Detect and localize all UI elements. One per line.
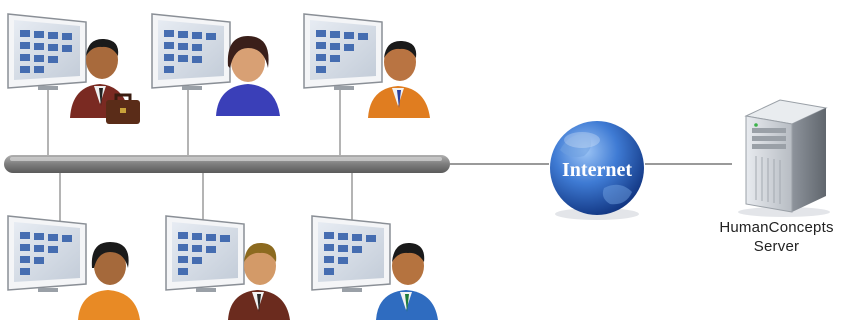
- woman-icon: [78, 242, 140, 320]
- monitor-icon: [311, 215, 391, 292]
- monitor-icon: [303, 13, 383, 90]
- server-label-line2: Server: [753, 238, 800, 255]
- workstation-5: [165, 215, 290, 320]
- man-icon: [368, 40, 430, 118]
- workstation-4: [7, 215, 140, 320]
- internet-globe-icon: Internet: [550, 121, 644, 220]
- workstation-3: [303, 13, 430, 118]
- workstation-2: [151, 13, 280, 116]
- man-icon: [228, 242, 290, 320]
- network-bus: [4, 155, 450, 173]
- monitor-icon: [7, 215, 87, 292]
- monitor-icon: [7, 13, 87, 90]
- workstation-1: [7, 13, 140, 124]
- server-label-line1: HumanConcepts: [719, 219, 834, 236]
- monitor-icon: [151, 13, 231, 90]
- monitor-icon: [165, 215, 245, 292]
- woman-icon: [216, 36, 280, 116]
- server-label: HumanConcepts Server: [706, 218, 847, 256]
- businessman-icon: [70, 38, 140, 124]
- globe-label: Internet: [562, 159, 632, 181]
- workstation-6: [311, 215, 438, 320]
- drop-lines: [47, 84, 353, 232]
- server-icon: [738, 99, 830, 217]
- man-icon: [376, 242, 438, 320]
